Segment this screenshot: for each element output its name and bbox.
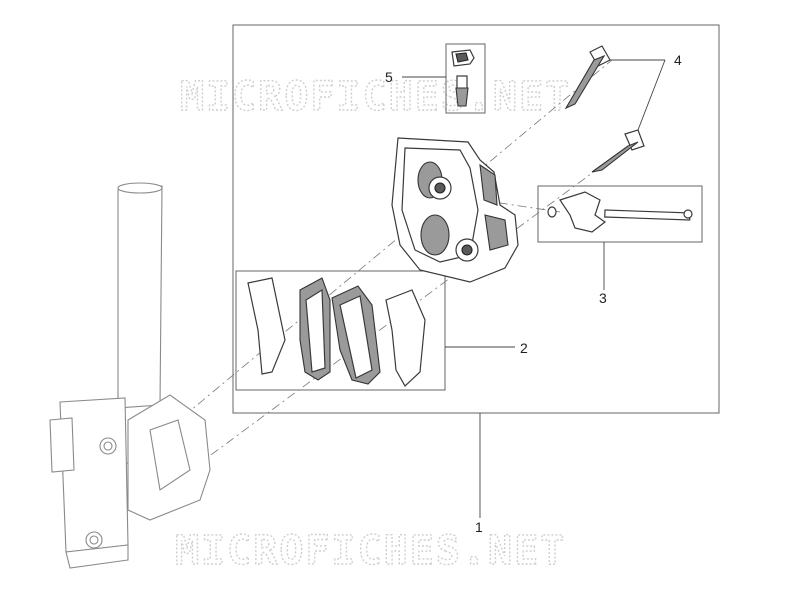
pin-and-spring-3 (547, 191, 693, 233)
brake-pads-2 (247, 277, 426, 387)
caliper-body (391, 137, 519, 283)
callout-4: 4 (674, 52, 682, 68)
leader-lines (402, 59, 666, 518)
callout-2: 2 (520, 340, 528, 356)
callout-3: 3 (599, 290, 607, 306)
assembly-frame-1 (232, 24, 720, 414)
pin-kit-frame-3 (537, 185, 703, 243)
mounting-bolts-4 (564, 45, 645, 173)
watermark-bottom: MICROFICHES.NET (175, 528, 566, 574)
callout-1: 1 (475, 519, 483, 535)
bleeder-screw-5 (451, 49, 475, 107)
watermark-top: MICROFICHES.NET (180, 74, 571, 120)
callout-5: 5 (385, 69, 393, 85)
fork-leg (49, 182, 211, 569)
bleeder-frame-5 (445, 43, 486, 114)
pad-kit-frame-2 (235, 270, 446, 391)
